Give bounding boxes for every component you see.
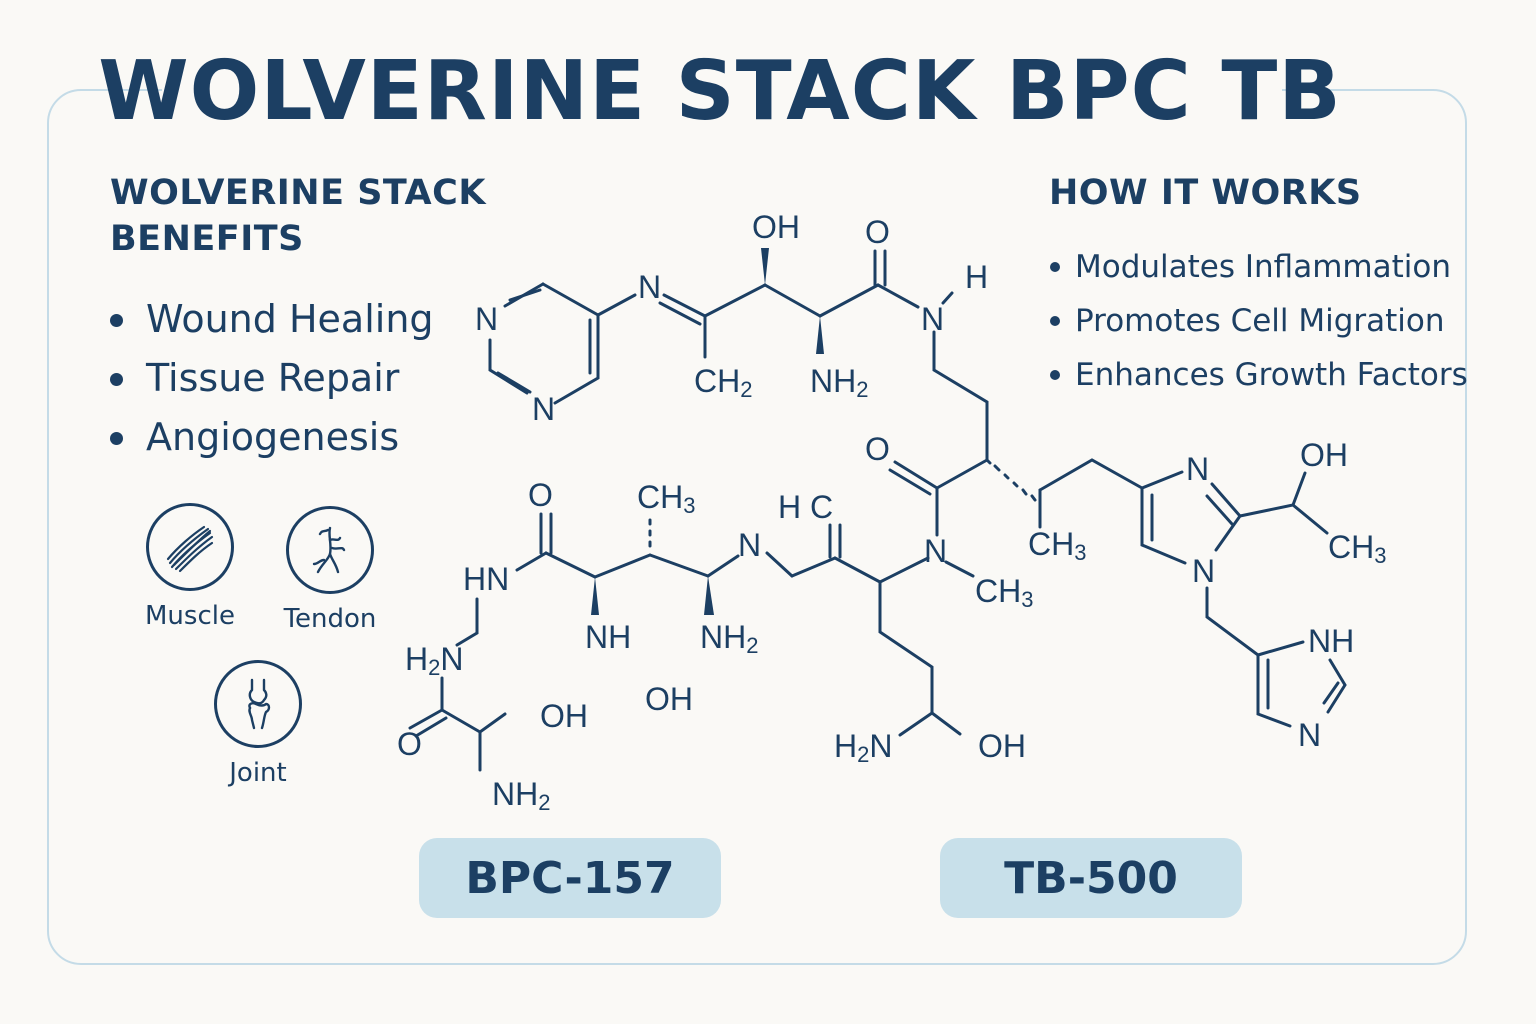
muscle-icon — [146, 503, 234, 591]
atom-label: OH — [978, 728, 1026, 764]
list-item: Promotes Cell Migration — [1048, 294, 1468, 348]
bullet-icon — [110, 432, 123, 445]
atom-label: N — [532, 391, 555, 427]
tendon-label: Tendon — [283, 604, 377, 634]
atom-label: OH — [540, 698, 588, 734]
list-item: Tissue Repair — [108, 349, 434, 408]
joint-label: Joint — [229, 758, 287, 788]
atom-label: CH2 — [694, 363, 752, 402]
atom-label: O — [397, 726, 422, 762]
atom-label: HN — [463, 561, 509, 597]
atom-label: N — [638, 269, 661, 305]
bullet-icon — [110, 373, 123, 386]
atom-label: N — [1192, 553, 1215, 589]
atom-label: OH — [752, 209, 800, 245]
atom-label: NH2 — [700, 619, 758, 658]
tb-500-badge: TB-500 — [940, 838, 1242, 918]
bullet-icon — [1050, 262, 1060, 272]
muscle-badge: Muscle — [120, 503, 260, 633]
joint-badge: Joint — [188, 660, 328, 790]
atom-label: NH — [585, 619, 631, 655]
atom-label: H — [965, 259, 988, 295]
atom-label: O — [528, 477, 553, 513]
atom-label: CH3 — [1328, 529, 1386, 568]
atom-label: O — [865, 214, 890, 250]
atom-label: H2N — [834, 728, 892, 767]
atom-label: N — [1186, 451, 1209, 487]
atom-label: O — [865, 431, 890, 467]
atom-label: N — [738, 527, 761, 563]
bpc-157-badge: BPC-157 — [419, 838, 721, 918]
atom-label: CH3 — [1028, 526, 1086, 565]
page-title: WOLVERINE STACK BPC TB — [98, 44, 1342, 139]
atom-label: N — [921, 301, 944, 337]
atom-label: OH — [1300, 437, 1348, 473]
how-it-works-list: Modulates Inflammation Promotes Cell Mig… — [1048, 240, 1468, 402]
benefits-heading: WOLVERINE STACK BENEFITS — [110, 173, 486, 259]
title-mask — [162, 80, 1282, 100]
list-item: Modulates Inflammation — [1048, 240, 1468, 294]
atom-label: NH2 — [492, 776, 550, 815]
molecular-structure-diagram: N N N OH O N H CH2 NH2 O N CH3 CH3 N N O… — [397, 209, 1386, 815]
muscle-label: Muscle — [145, 601, 235, 631]
tendon-badge: Tendon — [260, 506, 400, 636]
tendon-icon — [286, 506, 374, 594]
atom-label: N — [1298, 717, 1321, 753]
atom-label: N — [924, 533, 947, 569]
atom-label: OH — [645, 681, 693, 717]
list-item: Enhances Growth Factors — [1048, 348, 1468, 402]
list-item: Angiogenesis — [108, 408, 434, 467]
atom-label: H C — [778, 489, 833, 525]
atom-label: H2N — [405, 641, 463, 680]
joint-icon — [214, 660, 302, 748]
atom-label: N — [475, 301, 498, 337]
bullet-icon — [110, 314, 123, 327]
atom-label: NH — [1308, 623, 1354, 659]
how-it-works-heading: HOW IT WORKS — [1049, 173, 1362, 213]
bullet-icon — [1050, 370, 1060, 380]
bullet-icon — [1050, 316, 1060, 326]
benefits-list: Wound Healing Tissue Repair Angiogenesis — [108, 290, 434, 467]
atom-label: NH2 — [810, 363, 868, 402]
atom-label: CH3 — [975, 573, 1033, 612]
atom-label: CH3 — [637, 479, 695, 518]
list-item: Wound Healing — [108, 290, 434, 349]
